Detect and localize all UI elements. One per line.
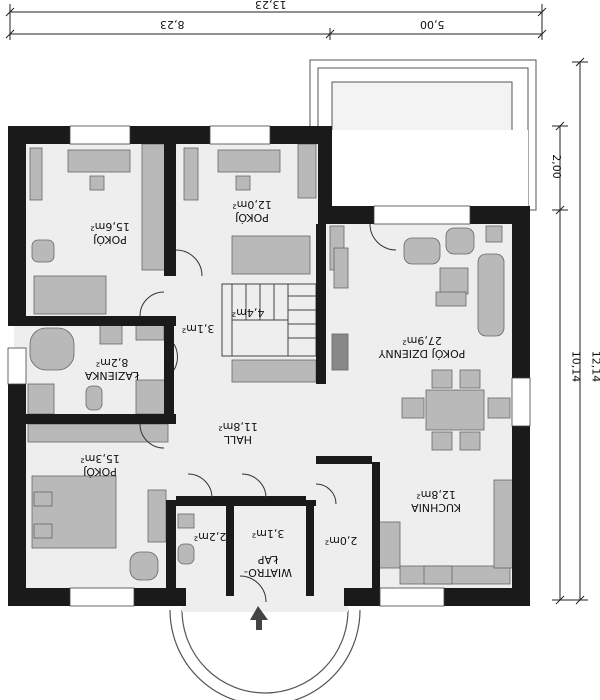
room-name: WIATRO- ŁAP <box>243 553 293 579</box>
dimension-right-width: 5,00 <box>420 18 445 31</box>
windows <box>7 125 531 607</box>
room-area: 3,1m² <box>251 527 285 540</box>
room-area: 15,6m² <box>90 220 130 233</box>
room-name: KUCHNIA <box>411 501 461 514</box>
entrance-arrow-icon <box>250 606 268 630</box>
room-label-korytarz: 3,1m² <box>178 322 218 335</box>
room-label-hall: HALL 11,8m² <box>198 420 278 446</box>
dimension-total-width: 13,23 <box>255 0 287 11</box>
room-area: 2,0m² <box>324 534 358 547</box>
room-name: HALL <box>223 433 253 446</box>
entrance-porch <box>169 598 361 700</box>
room-name: ŁAZIENKA <box>84 369 140 382</box>
terrace-gap <box>332 130 528 206</box>
room-label-pokoj-3: POKÓJ 15,3m² <box>60 452 140 478</box>
room-area: 12,8m² <box>416 488 456 501</box>
room-label-kuchnia: KUCHNIA 12,8m² <box>396 488 476 514</box>
room-label-schody: 4,4m² <box>228 306 268 319</box>
room-area: 2,2m² <box>193 530 227 543</box>
room-area: 27,9m² <box>402 334 442 347</box>
doors <box>139 223 397 603</box>
room-area: 3,1m² <box>181 322 215 335</box>
dimension-lines <box>5 4 588 605</box>
room-area: 12,0m² <box>232 198 272 211</box>
dimension-total-depth: 12,14 <box>589 350 600 383</box>
room-label-spizarnia: 2,0m² <box>316 534 366 547</box>
furniture <box>27 143 515 585</box>
dimension-terrace-depth: 2,00 <box>549 154 563 179</box>
room-label-pokoj-dzienny: POKÓJ DZIENNY 27,9m² <box>362 334 482 360</box>
room-label-wiatrolap: WIATRO- ŁAP 3,1m² <box>232 514 304 592</box>
room-name: POKÓJ <box>235 211 269 224</box>
room-area: 4,4m² <box>231 306 265 319</box>
room-name: POKÓJ DZIENNY <box>378 347 466 360</box>
room-label-wc: 2,2m² <box>190 530 230 543</box>
room-area: 11,8m² <box>218 420 258 433</box>
room-area: 8,2m² <box>95 356 129 369</box>
dimension-left-width: 8,23 <box>160 18 185 31</box>
room-label-lazienka: ŁAZIENKA 8,2m² <box>72 356 152 382</box>
room-label-pokoj-1: POKÓJ 15,6m² <box>70 220 150 246</box>
room-area: 15,3m² <box>80 452 120 465</box>
room-name: POKÓJ <box>93 233 127 246</box>
room-name: POKÓJ <box>83 465 117 478</box>
room-label-pokoj-2: POKÓJ 12,0m² <box>212 198 292 224</box>
dimension-inner-depth: 10,14 <box>569 350 583 383</box>
